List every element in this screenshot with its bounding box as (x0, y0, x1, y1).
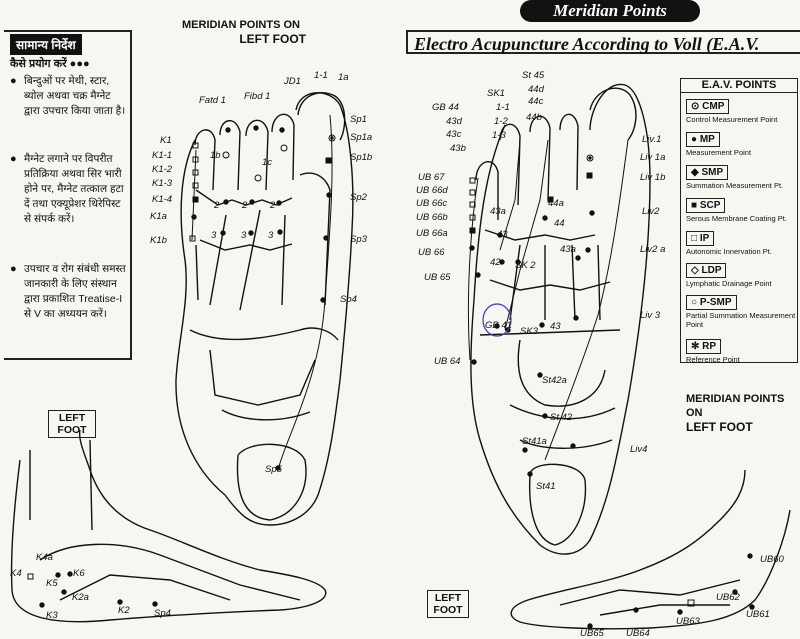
point-label: 43 (497, 229, 508, 240)
point-label: K2 (118, 605, 130, 616)
point-label: 44d (528, 84, 545, 95)
point-label: 1a (338, 72, 349, 83)
point-label: Sp3 (350, 234, 368, 245)
point-label: 44a (548, 198, 564, 209)
point-label: Liv4 (630, 444, 647, 455)
point-label: 43a (490, 206, 506, 217)
point-label: 1-1 (496, 102, 510, 113)
point-label: K5 (46, 578, 58, 589)
point-label: 2 (213, 200, 220, 211)
point-label: 3 (241, 230, 247, 241)
point-label: JD1 (283, 76, 301, 87)
point-label: GB 44 (432, 102, 459, 113)
point-label: UB 65 (424, 272, 451, 283)
point-label: Liv2 a (640, 244, 665, 255)
left-toe-3 (246, 120, 268, 190)
point-label: Sp4 (154, 608, 171, 619)
point-label: St 42 (550, 412, 573, 423)
point-label: UB61 (746, 609, 770, 620)
point-label: UB60 (760, 554, 784, 565)
point-label: UB 66a (416, 228, 448, 239)
point-label: 1c (262, 157, 272, 168)
point-label: Fatd 1 (199, 95, 226, 106)
point-label: Liv.1 (642, 134, 661, 145)
point-label: Sp2 (350, 192, 368, 203)
point-label: K1-4 (152, 194, 172, 205)
right-toe-2 (560, 114, 578, 190)
point-label: Sp5 (265, 464, 283, 475)
point-label: Sp1a (350, 132, 372, 143)
point-label: 1b (210, 150, 221, 161)
point-label: Liv 1b (640, 172, 665, 183)
point-label: 43c (446, 129, 462, 140)
point-label: K1b (150, 235, 167, 246)
point-label: St41a (522, 436, 547, 447)
point-label: UB 66 (418, 247, 445, 258)
point-label: 2 (269, 200, 276, 211)
point-label: UB62 (716, 592, 740, 603)
point-label: K2a (72, 592, 89, 603)
left-side-foot-outline (12, 430, 326, 622)
point-label: UB 64 (434, 356, 460, 367)
point-label: St41 (536, 481, 556, 492)
point-label: 43b (450, 143, 466, 154)
point-label: Sp1 (350, 114, 367, 125)
point-label: Sp4 (340, 294, 357, 305)
point-label: UB65 (580, 628, 604, 639)
point-label: SK 2 (515, 260, 536, 271)
point-label: UB 66d (416, 185, 448, 196)
point-label: 43a (560, 244, 576, 255)
point-label: 44c (528, 96, 544, 107)
point-label: K1-1 (152, 150, 172, 161)
point-label: K1-3 (152, 178, 173, 189)
point-label: K4a (36, 552, 53, 563)
left-toe-2 (272, 114, 294, 180)
point-label: 2 (241, 200, 248, 211)
point-label: 1-2 (494, 116, 508, 127)
point-label: 3 (268, 230, 274, 241)
right-toe-1 (590, 88, 636, 140)
point-label: 1-3 (492, 130, 506, 141)
point-label: 43d (446, 116, 463, 127)
point-label: UB64 (626, 628, 650, 639)
point-label: 42 (490, 257, 501, 268)
point-label: UB 67 (418, 172, 445, 183)
point-label: Liv 3 (640, 310, 661, 321)
point-label: UB 66c (416, 198, 447, 209)
point-label: SK3 (520, 326, 539, 337)
point-label: Liv2 (642, 206, 660, 217)
point-label: 3 (211, 230, 217, 241)
point-label: Liv 1a (640, 152, 665, 163)
point-label: 44b (526, 112, 542, 123)
point-label: 44 (554, 218, 565, 229)
point-label: Sp1b (350, 152, 372, 163)
point-label: K4 (10, 568, 22, 579)
point-label: St42a (542, 375, 567, 386)
point-label: 1-1 (314, 70, 328, 81)
point-label: K1a (150, 211, 167, 222)
point-label: SK1 (487, 88, 505, 99)
point-label: UB63 (676, 616, 700, 627)
point-label: K3 (46, 610, 58, 621)
point-label: K6 (73, 568, 85, 579)
point-label: St 45 (522, 70, 545, 81)
point-label: Fibd 1 (244, 91, 270, 102)
right-toe-3 (530, 116, 550, 200)
point-label: UB 66b (416, 212, 448, 223)
point-label: K1-2 (152, 164, 173, 175)
point-label: 43 (550, 321, 561, 332)
point-label: K1 (160, 135, 172, 146)
left-toe-1 (298, 93, 345, 140)
right-side-foot-outline (511, 470, 790, 629)
point-label: GB 41 (485, 320, 512, 331)
